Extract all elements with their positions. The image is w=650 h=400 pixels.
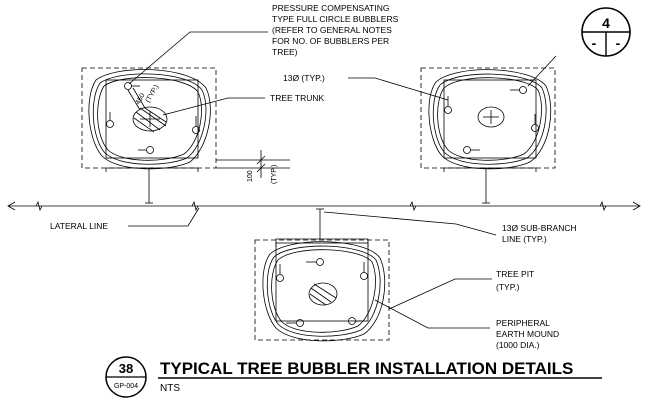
earth-mound-line-3: (1000 DIA.) bbox=[496, 340, 540, 350]
dimension-100: 100 (TYP.) bbox=[216, 150, 290, 184]
bubbler-callout: PRESSURE COMPENSATING TYPE FULL CIRCLE B… bbox=[272, 3, 399, 57]
sheet-reference-bubble: 4 - - bbox=[581, 7, 631, 57]
dimension-450: 450 (TYP.) bbox=[127, 84, 161, 111]
sub-branch-callout: 13Ø SUB-BRANCH LINE (TYP.) bbox=[502, 223, 577, 244]
tree-pit-1 bbox=[81, 67, 217, 203]
tree-pit-line-2: (TYP.) bbox=[496, 282, 520, 292]
detail-sheet-code: GP-004 bbox=[114, 383, 138, 390]
sheet-reference-left: - bbox=[592, 35, 597, 51]
earth-mound-callout: PERIPHERAL EARTH MOUND (1000 DIA.) bbox=[496, 318, 559, 350]
tree-pit-3 bbox=[254, 209, 390, 342]
bubbler-callout-line-5: TREE) bbox=[272, 47, 298, 57]
tree-pit-2 bbox=[420, 67, 556, 203]
sheet-reference-number: 4 bbox=[602, 15, 610, 31]
pipe-size-label: 13Ø (TYP.) bbox=[283, 73, 325, 83]
bubbler-heads-3 bbox=[276, 258, 368, 327]
bubbler-callout-line-2: TYPE FULL CIRCLE BUBBLERS bbox=[272, 14, 399, 24]
title-block: 38 GP-004 TYPICAL TREE BUBBLER INSTALLAT… bbox=[105, 356, 602, 398]
lateral-line-label: LATERAL LINE bbox=[50, 221, 108, 231]
dimension-100-note: (TYP.) bbox=[271, 165, 278, 184]
tree-pit-callout: TREE PIT (TYP.) bbox=[496, 269, 534, 292]
lateral-line bbox=[7, 200, 641, 212]
detail-title: TYPICAL TREE BUBBLER INSTALLATION DETAIL… bbox=[160, 359, 573, 378]
bubbler-heads-2 bbox=[444, 86, 539, 154]
sub-branch-line-1: 13Ø SUB-BRANCH bbox=[502, 223, 577, 233]
tree-trunk-1 bbox=[132, 106, 168, 133]
detail-number: 38 bbox=[119, 361, 133, 376]
earth-mound-line-1: PERIPHERAL bbox=[496, 318, 550, 328]
bubbler-callout-line-4: FOR NO. OF BUBBLERS PER bbox=[272, 36, 389, 46]
bubbler-callout-line-1: PRESSURE COMPENSATING bbox=[272, 3, 389, 13]
bubbler-heads-1 bbox=[106, 82, 200, 154]
dimension-450-note: (TYP.) bbox=[145, 84, 161, 104]
tree-trunk-3 bbox=[308, 282, 338, 306]
sub-branch-line-2: LINE (TYP.) bbox=[502, 234, 547, 244]
scale-note: NTS bbox=[160, 383, 180, 394]
dimension-450-value: 450 bbox=[135, 92, 147, 106]
tree-trunk-label: TREE TRUNK bbox=[270, 93, 324, 103]
tree-pit-line-1: TREE PIT bbox=[496, 269, 534, 279]
earth-mound-line-2: EARTH MOUND bbox=[496, 329, 559, 339]
leader-lines bbox=[128, 31, 557, 329]
dimension-100-value: 100 bbox=[247, 170, 254, 182]
tree-trunk-2 bbox=[477, 106, 505, 128]
bubbler-callout-line-3: (REFER TO GENERAL NOTES bbox=[272, 25, 392, 35]
sheet-reference-right: - bbox=[616, 35, 621, 51]
